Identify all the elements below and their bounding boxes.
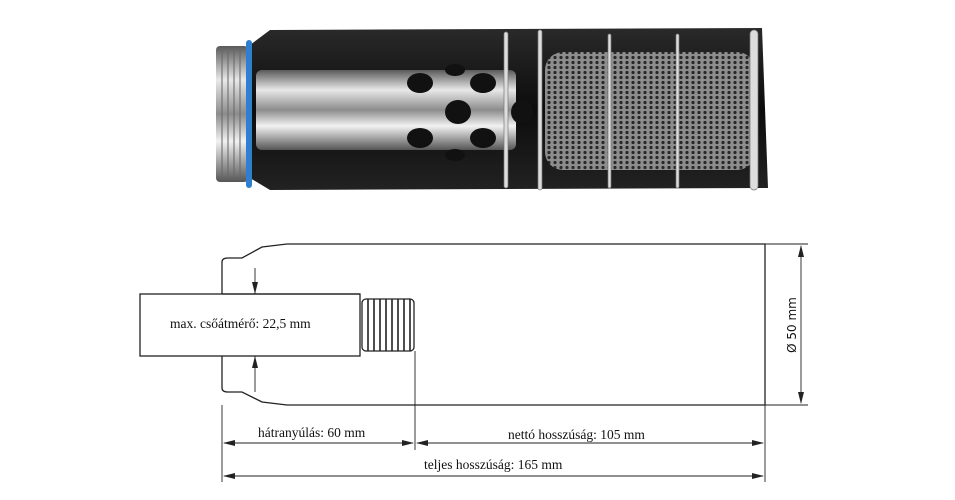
silencer-body (216, 28, 768, 191)
blast-baffle-tube (256, 70, 516, 150)
thread-section (216, 46, 248, 182)
vent-holes (407, 64, 533, 161)
mesh-packing (545, 52, 755, 170)
technical-drawing (139, 243, 808, 482)
thread-outline (361, 298, 415, 352)
max-bore-label: max. csőátmérő: 22,5 mm (170, 316, 311, 331)
baffle-disks (503, 29, 759, 191)
diameter-label: Ø 50 mm (785, 297, 799, 353)
total-length-label: teljes hosszúság: 165 mm (424, 457, 563, 472)
net-length-label: nettó hosszúság: 105 mm (508, 427, 645, 442)
o-ring (246, 40, 252, 188)
dimension-arrows (223, 245, 804, 479)
rear-extension-label: hátranyúlás: 60 mm (258, 425, 366, 440)
barrel-outline (139, 293, 361, 357)
